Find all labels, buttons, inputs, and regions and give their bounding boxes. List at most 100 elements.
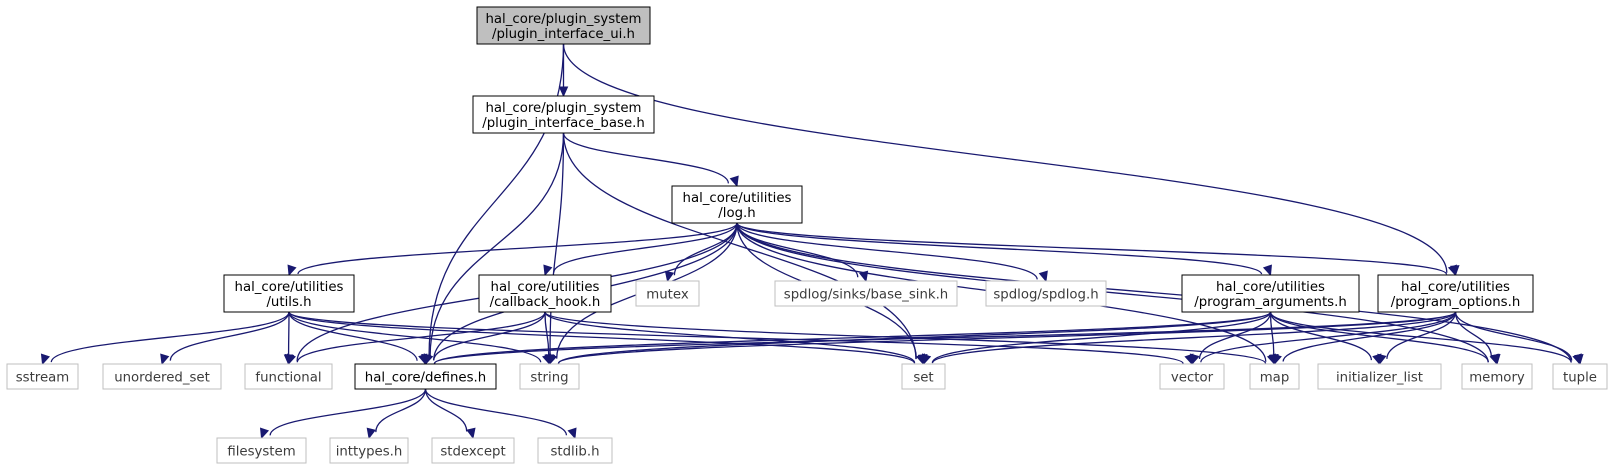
node-label-line: /program_arguments.h: [1194, 295, 1347, 310]
node-label-line: tuple: [1563, 371, 1597, 386]
node-label-line: /plugin_interface_base.h: [482, 116, 645, 131]
node-box: [1377, 274, 1534, 313]
node-label-line: unordered_set: [114, 371, 210, 386]
node-box: [774, 280, 958, 307]
edge-program_options-to-vector: [1190, 311, 1457, 366]
node-box: [244, 363, 333, 390]
node-plugin_interface_ui[interactable]: hal_core/plugin_system/plugin_interface_…: [476, 6, 651, 45]
node-box: [1461, 363, 1533, 390]
node-label-line: memory: [1469, 371, 1525, 386]
node-label-line: filesystem: [227, 445, 295, 460]
node-label-line: stdlib.h: [550, 445, 599, 460]
edge-utils-to-sstream: [40, 311, 290, 366]
edge-plugin_interface_base-to-log: [562, 132, 739, 188]
node-label-line: hal_core/utilities: [491, 280, 600, 295]
node-box: [901, 363, 946, 390]
node-box: [216, 437, 307, 464]
node-string: string: [519, 363, 580, 390]
edge-program_options-to-map: [1272, 311, 1457, 366]
node-label-line: hal_core/plugin_system: [485, 12, 641, 27]
node-spdlog: spdlog/spdlog.h: [985, 280, 1107, 307]
node-sstream: sstream: [6, 363, 79, 390]
node-box: [671, 185, 803, 224]
node-label-line: set: [913, 371, 933, 386]
edge-program_options-to-string: [548, 311, 1457, 366]
node-defines[interactable]: hal_core/defines.h: [354, 363, 497, 390]
edge-callback_hook-to-functional: [286, 311, 546, 366]
node-label-line: hal_core/defines.h: [365, 371, 486, 386]
node-label-line: hal_core/utilities: [1216, 280, 1325, 295]
node-callback_hook[interactable]: hal_core/utilities/callback_hook.h: [478, 274, 612, 313]
edge-plugin_interface_base-to-string: [544, 132, 565, 366]
edge-log-to-spdlog: [736, 222, 1048, 283]
node-box: [635, 280, 700, 307]
node-box: [431, 437, 515, 464]
node-filesystem: filesystem: [216, 437, 307, 464]
node-label-line: /utils.h: [266, 295, 311, 310]
edge-defines-to-filesystem: [259, 388, 427, 440]
node-box: [354, 363, 497, 390]
edge-callback_hook-to-defines: [423, 311, 546, 366]
node-box: [329, 437, 409, 464]
node-unordered_set: unordered_set: [102, 363, 222, 390]
node-program_arguments[interactable]: hal_core/utilities/program_arguments.h: [1181, 274, 1360, 313]
node-label-line: hal_core/utilities: [235, 280, 344, 295]
node-program_options[interactable]: hal_core/utilities/program_options.h: [1377, 274, 1534, 313]
node-stdexcept: stdexcept: [431, 437, 515, 464]
node-box: [519, 363, 580, 390]
node-label-line: functional: [255, 371, 321, 386]
node-mutex: mutex: [635, 280, 700, 307]
edge-program_options-to-initializer_list: [1377, 311, 1457, 366]
node-label-line: /callback_hook.h: [490, 295, 601, 310]
node-box: [1181, 274, 1360, 313]
node-label-line: /plugin_interface_ui.h: [492, 27, 635, 42]
node-box: [6, 363, 79, 390]
node-inttypes: inttypes.h: [329, 437, 409, 464]
node-utils[interactable]: hal_core/utilities/utils.h: [223, 274, 355, 313]
node-vector: vector: [1159, 363, 1225, 390]
node-label-line: hal_core/utilities: [683, 191, 792, 206]
edge-log-to-callback_hook: [543, 222, 738, 277]
node-set: set: [901, 363, 946, 390]
node-box: [1317, 363, 1442, 390]
edge-log-to-program_arguments: [736, 222, 1272, 277]
node-label-line: sstream: [16, 371, 70, 386]
node-box: [537, 437, 613, 464]
node-label-line: spdlog/spdlog.h: [993, 288, 1098, 303]
node-functional: functional: [244, 363, 333, 390]
edge-program_options-to-set: [922, 311, 1457, 366]
node-tuple: tuple: [1552, 363, 1608, 390]
node-label-line: hal_core/utilities: [1401, 280, 1510, 295]
edge-plugin_interface_base-to-set: [562, 132, 928, 366]
edge-log-to-utils: [287, 222, 738, 277]
node-box: [472, 95, 655, 134]
node-box: [1552, 363, 1608, 390]
node-box: [223, 274, 355, 313]
edge-program_arguments-to-set: [921, 311, 1272, 366]
node-label-line: vector: [1171, 371, 1214, 386]
node-box: [102, 363, 222, 390]
node-base_sink: spdlog/sinks/base_sink.h: [774, 280, 958, 307]
node-memory: memory: [1461, 363, 1533, 390]
node-label-line: spdlog/sinks/base_sink.h: [784, 288, 948, 303]
edge-log-to-program_options: [736, 222, 1457, 277]
node-box: [478, 274, 612, 313]
node-label-line: /program_options.h: [1391, 295, 1521, 310]
node-box: [1249, 363, 1300, 390]
node-log[interactable]: hal_core/utilities/log.h: [671, 185, 803, 224]
node-plugin_interface_base[interactable]: hal_core/plugin_system/plugin_interface_…: [472, 95, 655, 134]
node-label-line: stdexcept: [440, 445, 505, 460]
edge-program_options-to-tuple: [1454, 311, 1582, 366]
node-initializer_list: initializer_list: [1317, 363, 1442, 390]
node-stdlib: stdlib.h: [537, 437, 613, 464]
node-label-line: string: [530, 371, 568, 386]
node-label-line: inttypes.h: [336, 445, 403, 460]
edge-utils-to-unordered_set: [160, 311, 290, 366]
edge-defines-to-stdlib: [424, 388, 577, 440]
node-label-line: hal_core/plugin_system: [485, 101, 641, 116]
node-label-line: /log.h: [718, 206, 755, 221]
node-label-line: map: [1260, 371, 1290, 386]
node-label-line: initializer_list: [1336, 371, 1423, 386]
edge-defines-to-stdexcept: [424, 388, 476, 440]
